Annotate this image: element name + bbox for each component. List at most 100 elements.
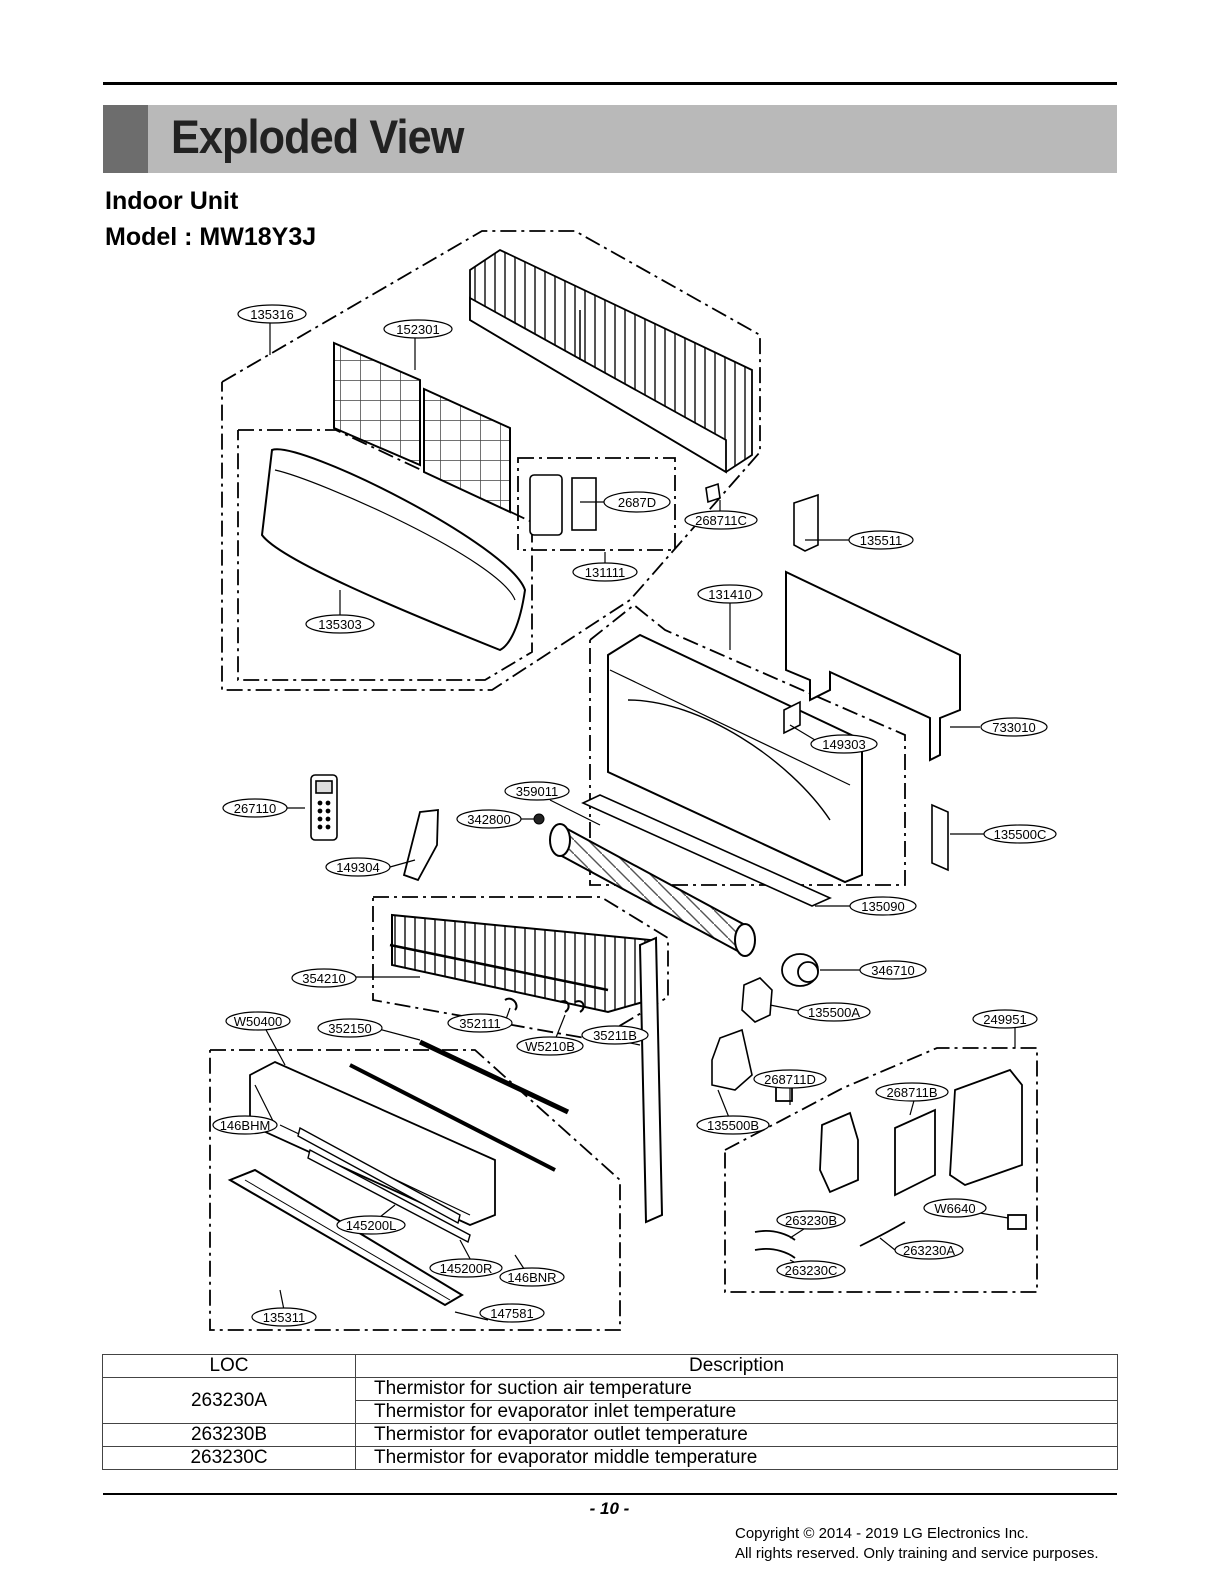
callout-146BNR: 146BNR bbox=[499, 1267, 565, 1287]
callout-131410: 131410 bbox=[697, 584, 763, 604]
table-header-description: Description bbox=[355, 1354, 1118, 1378]
svg-text:146BNR: 146BNR bbox=[507, 1270, 556, 1285]
svg-text:135316: 135316 bbox=[250, 307, 293, 322]
copyright-line-1: Copyright © 2014 - 2019 LG Electronics I… bbox=[735, 1525, 1029, 1542]
callout-135511: 135511 bbox=[848, 530, 914, 550]
callout-352150: 352150 bbox=[317, 1018, 383, 1038]
evaporator bbox=[389, 913, 651, 1014]
table-header-loc: LOC bbox=[102, 1354, 356, 1378]
callout-135500C: 135500C bbox=[983, 824, 1057, 844]
callout-263230C: 263230C bbox=[776, 1260, 846, 1280]
control-box bbox=[775, 1068, 1027, 1230]
evaporator-group-boundary bbox=[372, 896, 669, 1041]
svg-text:268711D: 268711D bbox=[764, 1072, 816, 1087]
callout-267110: 267110 bbox=[222, 798, 288, 818]
svg-text:135500B: 135500B bbox=[707, 1118, 759, 1133]
table-row: 263230A Thermistor for suction air tempe… bbox=[102, 1377, 1118, 1424]
svg-text:263230A: 263230A bbox=[903, 1243, 955, 1258]
svg-text:W6640: W6640 bbox=[934, 1201, 975, 1216]
svg-text:35211B: 35211B bbox=[593, 1028, 637, 1043]
tray bbox=[581, 794, 832, 907]
top-rule bbox=[103, 82, 1117, 85]
section-banner: Exploded View bbox=[103, 105, 1117, 173]
drain-hose bbox=[418, 1039, 570, 1115]
callout-145200L: 145200L bbox=[336, 1215, 406, 1235]
bottom-rule bbox=[103, 1493, 1117, 1495]
callout-263230B: 263230B bbox=[776, 1210, 846, 1230]
callout-263230A: 263230A bbox=[894, 1240, 964, 1260]
svg-text:145200R: 145200R bbox=[440, 1261, 493, 1276]
svg-text:267110: 267110 bbox=[234, 801, 276, 816]
callout-268711C: 268711C bbox=[684, 510, 758, 530]
display-unit bbox=[529, 474, 721, 536]
exploded-view-diagram: 135316 152301 2687D 268711C 135511 13111… bbox=[209, 230, 1057, 1331]
table-cell-loc: 263230A bbox=[102, 1377, 356, 1424]
svg-text:346710: 346710 bbox=[871, 963, 914, 978]
section-subtitle: Indoor Unit bbox=[105, 187, 239, 215]
callout-346710: 346710 bbox=[859, 960, 927, 980]
model-label: Model : MW18Y3J bbox=[105, 223, 317, 251]
svg-text:147581: 147581 bbox=[490, 1306, 533, 1321]
callout-359011: 359011 bbox=[504, 781, 570, 801]
callout-135311: 135311 bbox=[251, 1307, 317, 1327]
svg-text:733010: 733010 bbox=[992, 720, 1035, 735]
table-cell-description: Thermistor for evaporator outlet tempera… bbox=[355, 1423, 1118, 1447]
control-group-boundary bbox=[724, 1047, 1038, 1293]
svg-text:135500C: 135500C bbox=[994, 827, 1047, 842]
panel-group-boundary bbox=[237, 429, 533, 681]
vanes bbox=[297, 1126, 471, 1244]
svg-text:2687D: 2687D bbox=[618, 495, 656, 510]
callout-268711D: 268711D bbox=[753, 1069, 827, 1089]
callout-labels: 135316 152301 2687D 268711C 135511 13111… bbox=[212, 304, 1057, 1327]
hose-core bbox=[349, 1063, 556, 1172]
table-cell-loc: 263230B bbox=[102, 1423, 356, 1447]
chassis bbox=[607, 633, 863, 884]
callout-135316: 135316 bbox=[237, 304, 307, 324]
banner-tab bbox=[103, 105, 148, 173]
callout-249951: 249951 bbox=[972, 1009, 1038, 1029]
svg-text:149303: 149303 bbox=[822, 737, 865, 752]
callout-135500A: 135500A bbox=[797, 1002, 871, 1022]
installation-plate bbox=[785, 570, 961, 762]
front-grille bbox=[469, 248, 753, 474]
table-cell-description: Thermistor for evaporator inlet temperat… bbox=[355, 1400, 1118, 1424]
svg-text:359011: 359011 bbox=[516, 784, 558, 799]
svg-text:135090: 135090 bbox=[861, 899, 904, 914]
callout-W50400: W50400 bbox=[225, 1011, 291, 1031]
svg-text:354210: 354210 bbox=[302, 971, 345, 986]
svg-text:W50400: W50400 bbox=[234, 1014, 282, 1029]
group-boundaries bbox=[209, 230, 1038, 1331]
svg-text:263230C: 263230C bbox=[785, 1263, 838, 1278]
callout-135303: 135303 bbox=[305, 614, 375, 634]
piping bbox=[504, 936, 664, 1224]
svg-text:352150: 352150 bbox=[328, 1021, 371, 1036]
page-number: - 10 - bbox=[589, 1499, 630, 1518]
svg-text:249951: 249951 bbox=[983, 1012, 1026, 1027]
svg-text:268711C: 268711C bbox=[695, 513, 747, 528]
svg-text:342800: 342800 bbox=[467, 812, 510, 827]
table-cell-description: Thermistor for suction air temperature bbox=[355, 1377, 1118, 1401]
table-cell-loc: 263230C bbox=[102, 1446, 356, 1470]
bearing bbox=[533, 813, 545, 825]
svg-text:149304: 149304 bbox=[336, 860, 379, 875]
callout-W6640: W6640 bbox=[923, 1198, 987, 1218]
callout-268711B: 268711B bbox=[875, 1082, 949, 1102]
callout-147581: 147581 bbox=[479, 1303, 545, 1323]
discharge-grille bbox=[227, 1168, 464, 1307]
callout-149303: 149303 bbox=[810, 734, 878, 754]
table-row: 263230C Thermistor for evaporator middle… bbox=[102, 1446, 1118, 1470]
table-cell-description: Thermistor for evaporator middle tempera… bbox=[355, 1446, 1118, 1470]
remote-controller bbox=[310, 774, 338, 841]
callout-149304: 149304 bbox=[325, 857, 391, 877]
callout-146BHM: 146BHM bbox=[212, 1115, 278, 1135]
chassis-group-boundary bbox=[589, 603, 906, 886]
copyright-line-2: All rights reserved. Only training and s… bbox=[735, 1545, 1099, 1562]
callout-131111: 131111 bbox=[572, 562, 638, 582]
svg-text:131410: 131410 bbox=[708, 587, 751, 602]
callout-733010: 733010 bbox=[980, 717, 1048, 737]
front-panel bbox=[260, 448, 527, 652]
callout-152301: 152301 bbox=[383, 319, 453, 339]
svg-text:145200L: 145200L bbox=[346, 1218, 397, 1233]
remote-holder bbox=[402, 808, 439, 882]
table-header-row: LOC Description bbox=[102, 1354, 1118, 1378]
